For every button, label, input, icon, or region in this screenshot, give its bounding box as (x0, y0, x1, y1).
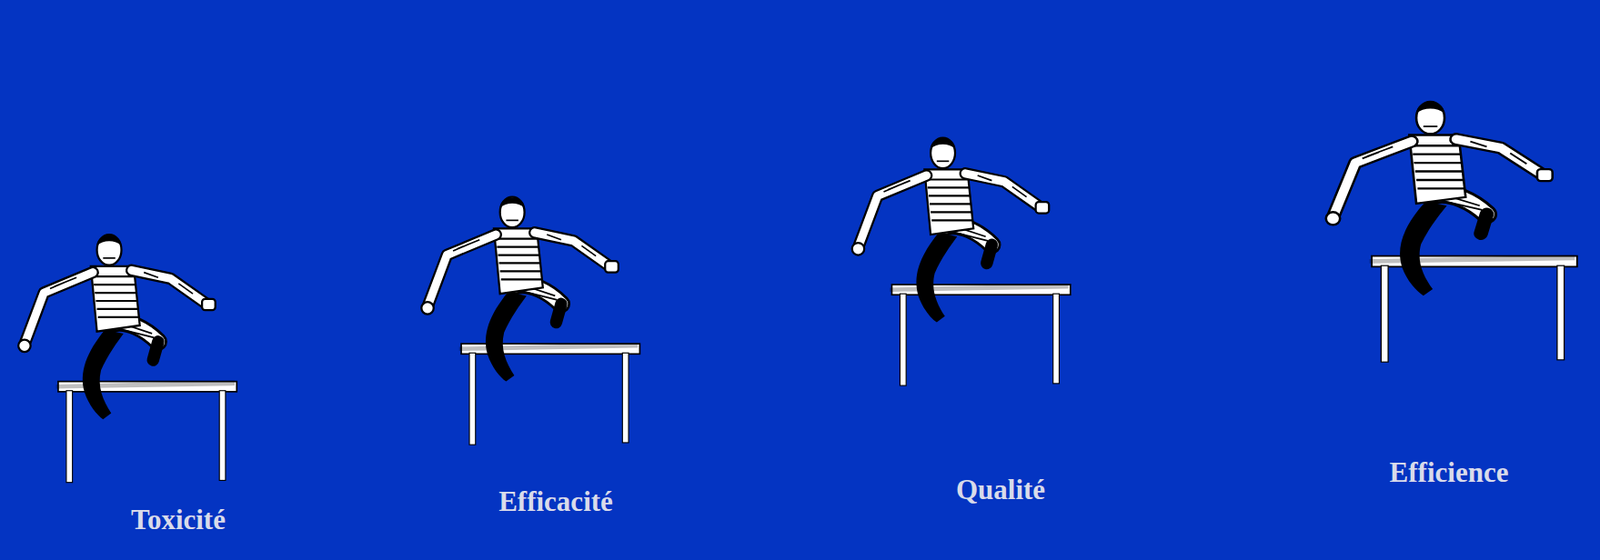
hurdler-figure (421, 197, 640, 446)
stage-label: Qualité (955, 473, 1046, 507)
stage-label: Toxicité (130, 503, 226, 537)
stage-label: Efficacité (498, 485, 614, 519)
hurdler-figure (1326, 101, 1578, 363)
hurdler-figure (852, 138, 1071, 387)
stage-label: Efficience (1389, 456, 1510, 490)
hurdler-figure (18, 234, 237, 484)
